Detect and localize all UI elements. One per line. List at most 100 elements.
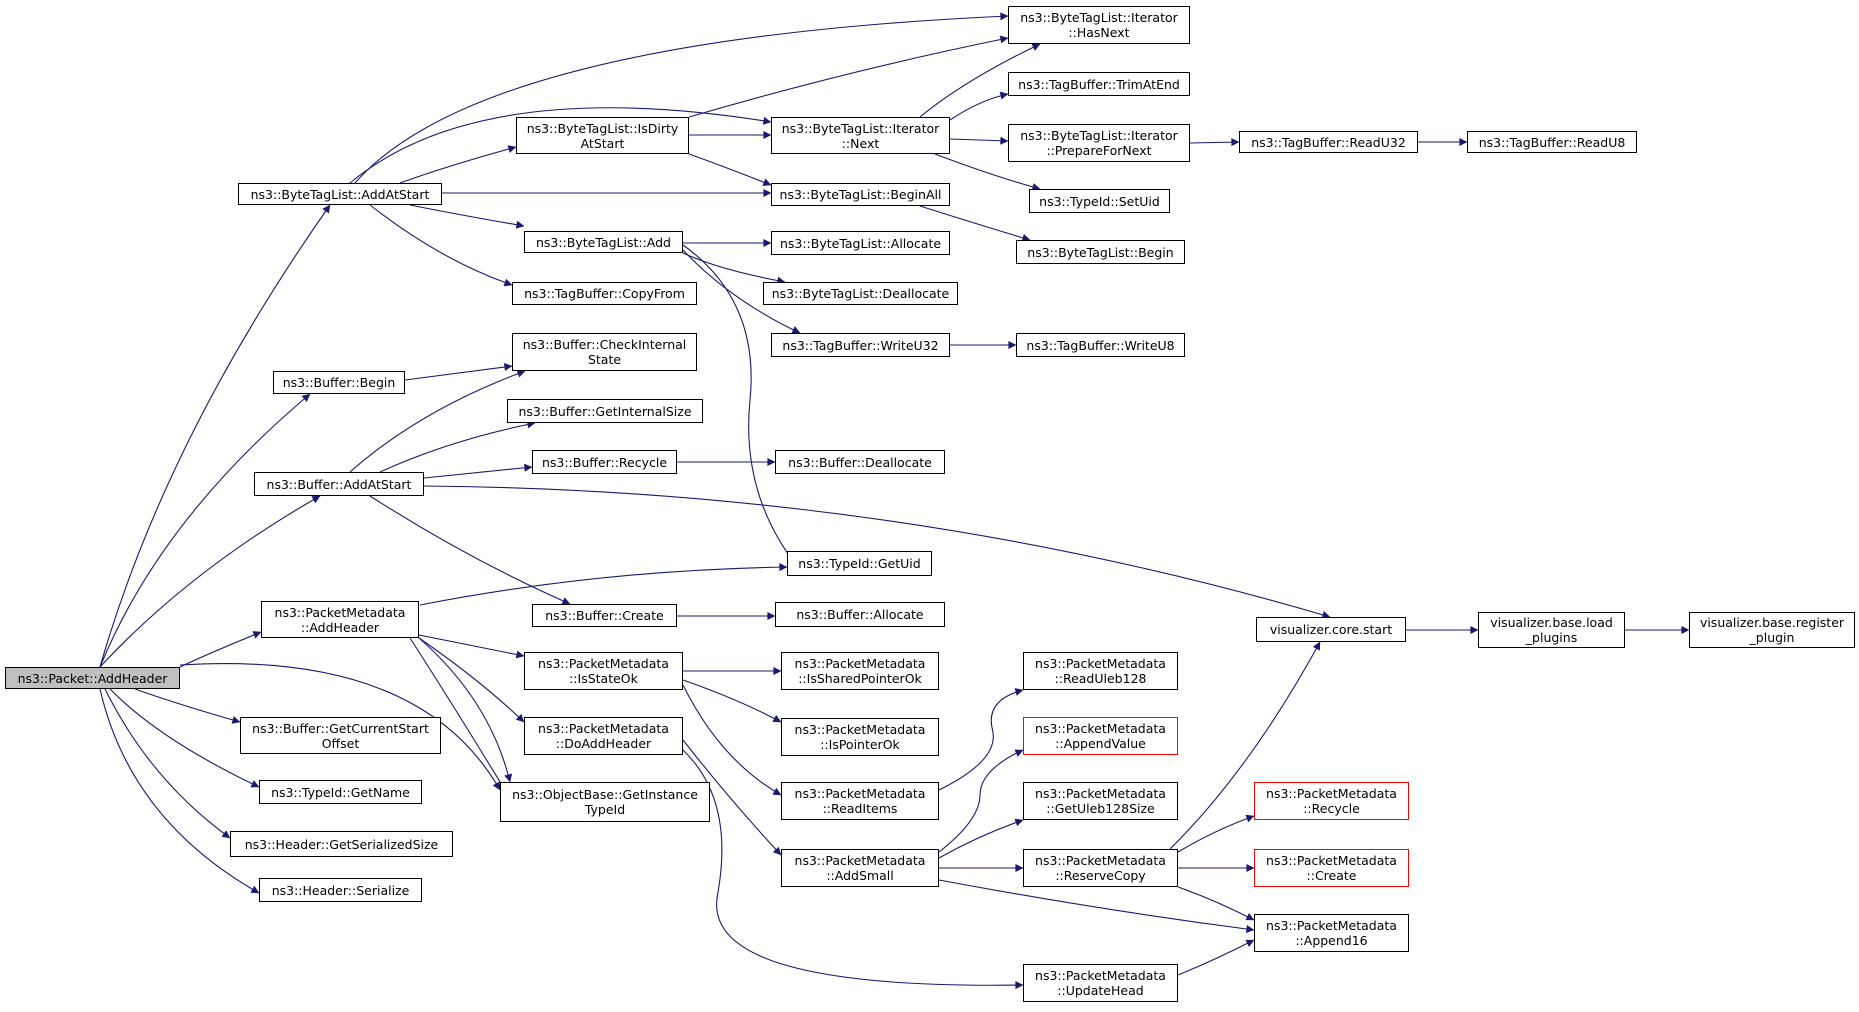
node-tb-trimatend[interactable]: ns3::TagBuffer::TrimAtEnd [1008,72,1190,96]
edge-btl_beginall-to-btl_begin [919,205,1031,242]
node-label: ns3::ByteTagList::AddAtStart [250,186,430,202]
node-label: visualizer.base.register _plugin [1699,615,1845,645]
edge-pm_reservecopy-to-pm_recycle [1177,814,1255,853]
node-label: ns3::TypeId::SetUid [1039,193,1160,209]
edge-buf_addatstart-to-buf_getinternalsize [379,420,536,473]
node-tb-readu32[interactable]: ns3::TagBuffer::ReadU32 [1239,131,1418,153]
edges [99,12,1690,990]
node-pm-reservecopy[interactable]: ns3::PacketMetadata ::ReserveCopy [1023,849,1178,887]
edge-btl_isdirty-to-btl_hasnext [688,35,1009,118]
node-pm-doaddheader[interactable]: ns3::PacketMetadata ::DoAddHeader [524,717,683,755]
edge-btl_next-to-tb_trimatend [949,91,1009,121]
edge-pm_addsmall-to-pm_appendvalue [938,749,1024,853]
node-btl-preparefornext[interactable]: ns3::ByteTagList::Iterator ::PrepareForN… [1008,124,1190,162]
edge-root-to-hdr_getserialized [104,688,231,839]
node-pm-addsmall[interactable]: ns3::PacketMetadata ::AddSmall [781,849,939,887]
node-label: visualizer.base.load _plugins [1490,615,1613,645]
node-buf-deallocate[interactable]: ns3::Buffer::Deallocate [775,450,945,474]
edge-root-to-ob_getinstance [179,663,501,791]
node-buf-checkinternal[interactable]: ns3::Buffer::CheckInternal State [512,333,697,371]
edge-root-to-buf_getcurrentstart [134,688,241,724]
node-pm-appendvalue[interactable]: ns3::PacketMetadata ::AppendValue [1023,717,1178,755]
edge-btl_next-to-tid_setuid [934,153,1041,191]
edge-pm_reservecopy-to-pm_append16 [1177,886,1255,921]
node-btl-begin[interactable]: ns3::ByteTagList::Begin [1016,240,1185,264]
node-root[interactable]: ns3::Packet::AddHeader [5,667,180,689]
edge-btl_add-to-btl_deallocate [682,252,786,285]
node-buf-getinternalsize[interactable]: ns3::Buffer::GetInternalSize [507,399,703,423]
node-tid-getname[interactable]: ns3::TypeId::GetName [259,780,422,804]
node-label: ns3::PacketMetadata ::Append16 [1266,918,1397,948]
node-pm-getuleb[interactable]: ns3::PacketMetadata ::GetUleb128Size [1023,782,1178,820]
node-label: visualizer.core.start [1269,622,1393,637]
node-label: ns3::ByteTagList::Allocate [779,235,942,251]
node-label: ns3::Buffer::Begin [282,375,396,390]
node-tid-getuid[interactable]: ns3::TypeId::GetUid [787,551,932,576]
edge-root-to-tid_getname [109,688,260,788]
node-tid-setuid[interactable]: ns3::TypeId::SetUid [1029,189,1170,213]
node-label: ns3::ByteTagList::Add [535,234,671,250]
node-tb-readu8[interactable]: ns3::TagBuffer::ReadU8 [1467,131,1637,153]
edge-btl_preparefornext-to-tb_readu32 [1189,138,1240,147]
node-label: ns3::PacketMetadata ::IsSharedPointerOk [794,656,926,686]
node-buf-getcurrentstart[interactable]: ns3::Buffer::GetCurrentStart Offset [240,717,441,754]
node-btl-beginall[interactable]: ns3::ByteTagList::BeginAll [771,183,950,206]
edge-buf_addatstart-to-buf_create [369,495,571,605]
node-pm-isstateok[interactable]: ns3::PacketMetadata ::IsStateOk [524,652,683,690]
node-label: ns3::ByteTagList::BeginAll [779,187,942,202]
edge-root-to-hdr_serialize [99,688,260,894]
node-label: ns3::PacketMetadata ::AddSmall [794,853,926,883]
edge-pm_isstateok-to-pm_readitems [682,684,782,796]
node-btl-hasnext[interactable]: ns3::ByteTagList::Iterator ::HasNext [1008,6,1190,44]
node-viz-register[interactable]: visualizer.base.register _plugin [1689,612,1855,648]
edge-btl_add-to-tid_getuid [682,244,806,577]
node-pm-recycle[interactable]: ns3::PacketMetadata ::Recycle [1254,782,1409,820]
edge-pm_doaddheader-to-pm_updatehead [682,749,1024,990]
edge-pm_addheader-to-tid_getuid [419,563,788,606]
node-pm-updatehead[interactable]: ns3::PacketMetadata ::UpdateHead [1023,964,1178,1002]
node-hdr-serialize[interactable]: ns3::Header::Serialize [259,878,422,902]
node-pm-readitems[interactable]: ns3::PacketMetadata ::ReadItems [781,782,939,820]
node-viz-start[interactable]: visualizer.core.start [1256,617,1406,642]
node-btl-deallocate[interactable]: ns3::ByteTagList::Deallocate [763,282,958,305]
node-btl-add[interactable]: ns3::ByteTagList::Add [524,231,683,253]
node-buf-create[interactable]: ns3::Buffer::Create [532,604,677,627]
node-pm-append16[interactable]: ns3::PacketMetadata ::Append16 [1254,914,1409,952]
node-ob-getinstance[interactable]: ns3::ObjectBase::GetInstance TypeId [500,782,710,822]
node-label: ns3::PacketMetadata ::Recycle [1266,786,1397,816]
node-buf-allocate[interactable]: ns3::Buffer::Allocate [775,602,945,627]
edge-btl_addatstart-to-btl_add [409,204,525,229]
node-viz-load[interactable]: visualizer.base.load _plugins [1478,612,1625,648]
node-pm-create[interactable]: ns3::PacketMetadata ::Create [1254,849,1409,887]
edge-btl_next-to-btl_preparefornext [949,136,1009,145]
node-label: ns3::PacketMetadata ::ReserveCopy [1035,853,1166,883]
edge-pm_addheader-to-ob_getinstance [409,637,506,791]
edge-pm_isstateok-to-pm_ispointerok [682,679,782,723]
node-btl-addatstart[interactable]: ns3::ByteTagList::AddAtStart [238,183,442,205]
edge-root-to-buf_addatstart [99,495,321,668]
node-tb-writeu8[interactable]: ns3::TagBuffer::WriteU8 [1016,333,1185,357]
node-buf-addatstart[interactable]: ns3::Buffer::AddAtStart [254,472,424,496]
node-buf-recycle[interactable]: ns3::Buffer::Recycle [532,450,677,474]
node-label: ns3::Buffer::GetCurrentStart Offset [252,720,429,751]
edge-btl_isdirty-to-btl_beginall [688,153,772,186]
node-label: ns3::PacketMetadata ::GetUleb128Size [1035,786,1166,816]
node-pm-issharedptr[interactable]: ns3::PacketMetadata ::IsSharedPointerOk [781,652,939,690]
node-hdr-getserialized[interactable]: ns3::Header::GetSerializedSize [230,831,453,857]
node-tb-writeu32[interactable]: ns3::TagBuffer::WriteU32 [771,333,950,357]
node-label: ns3::ByteTagList::Iterator ::Next [781,120,940,151]
node-btl-next[interactable]: ns3::ByteTagList::Iterator ::Next [771,117,950,154]
edge-buf_addatstart-to-viz_start [423,485,1331,619]
node-pm-ispointerok[interactable]: ns3::PacketMetadata ::IsPointerOk [781,718,939,756]
node-label: ns3::Buffer::CheckInternal State [522,337,687,367]
node-pm-readuleb[interactable]: ns3::PacketMetadata ::ReadUleb128 [1023,652,1178,690]
node-pm-addheader[interactable]: ns3::PacketMetadata ::AddHeader [261,601,419,638]
node-label: ns3::ByteTagList::IsDirty AtStart [526,120,679,151]
node-buf-begin[interactable]: ns3::Buffer::Begin [273,371,405,394]
node-tb-copyfrom[interactable]: ns3::TagBuffer::CopyFrom [512,282,697,305]
node-btl-isdirty[interactable]: ns3::ByteTagList::IsDirty AtStart [516,117,689,154]
node-label: ns3::TypeId::GetUid [798,556,921,571]
node-btl-allocate[interactable]: ns3::ByteTagList::Allocate [771,231,950,255]
node-label: ns3::PacketMetadata ::UpdateHead [1035,968,1166,998]
